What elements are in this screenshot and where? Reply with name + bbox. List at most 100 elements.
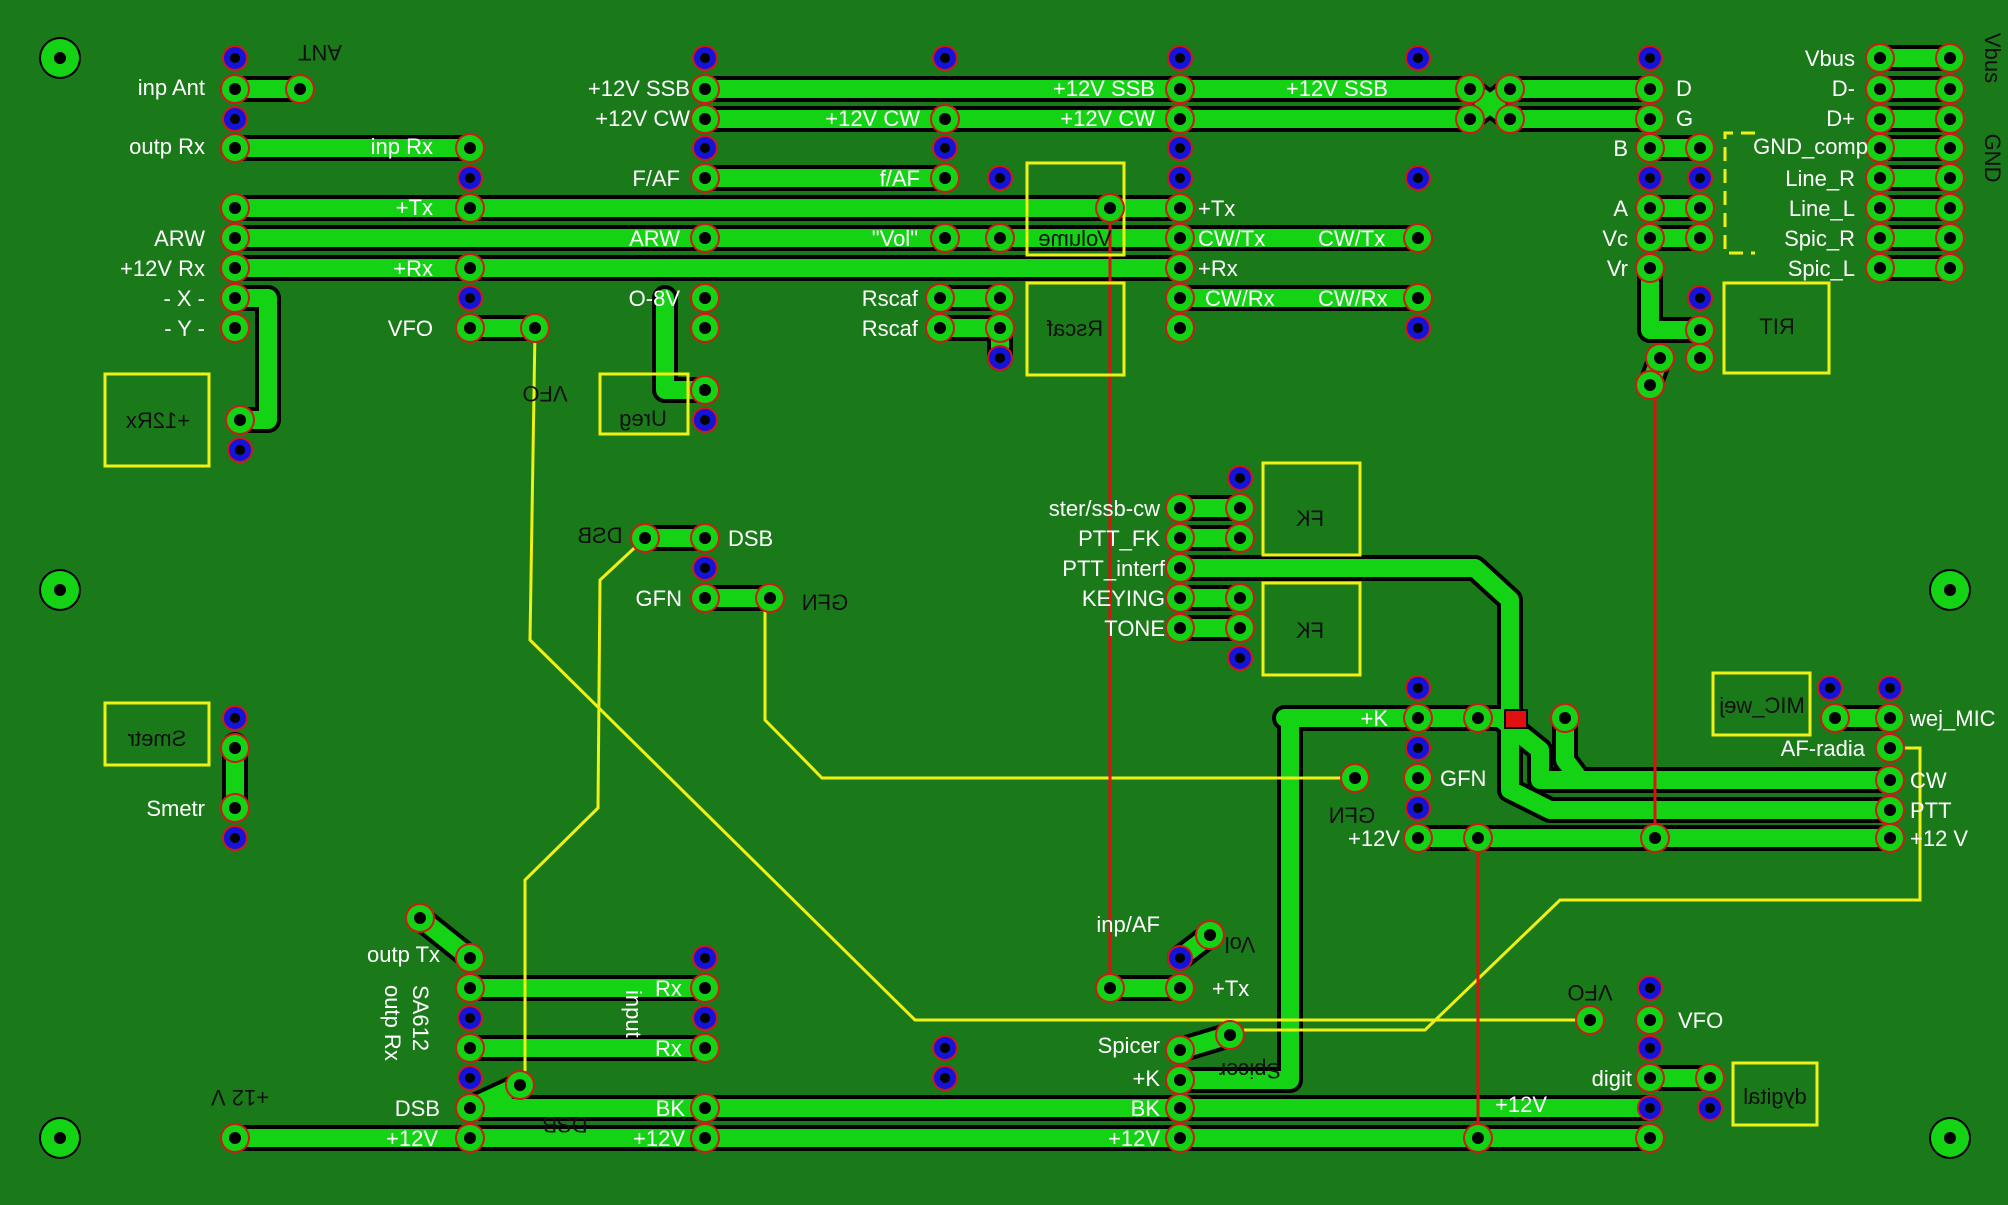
rscaf-silk-label: Rscaf [1046, 316, 1103, 341]
spicer-label: Spicer [1098, 1033, 1160, 1058]
k-label: +K [1360, 706, 1388, 731]
12v-silk-label: +12 V [211, 1085, 269, 1110]
12v-rx-label: +12V Rx [120, 256, 205, 281]
outp-rx-label: outp Rx [129, 134, 205, 159]
inp-rx-label: inp Rx [371, 134, 433, 159]
wej-mic-label: wej_MIC [1909, 706, 1996, 731]
rscaf-label-2: Rscaf [862, 316, 919, 341]
ptt-fk-label: PTT_FK [1078, 526, 1160, 551]
12v-ssb-label-2: +12V SSB [1053, 76, 1155, 101]
vr-label: Vr [1607, 256, 1628, 281]
12v-label-b: +12 V [1910, 826, 1968, 851]
ant-label: ANT [298, 40, 342, 65]
12v-cw-label-3: +12V CW [1060, 106, 1155, 131]
bk-label-2: BK [1131, 1096, 1161, 1121]
line-r-label: Line_R [1785, 166, 1855, 191]
vc-label: Vc [1602, 226, 1628, 251]
dsb-silk-label-1: DSB [577, 523, 622, 548]
ureg-silk-label: Ureg [619, 406, 667, 431]
ptt-interf-label: PTT_interf [1062, 556, 1166, 581]
silk-boxes [103, 131, 1831, 1127]
rx-label-3: Rx [655, 976, 682, 1001]
spicer-silk-label: Spicer [1219, 1058, 1281, 1083]
12v-cw-label: +12V CW [595, 106, 690, 131]
g-label: G [1676, 106, 1693, 131]
tx-label-2: +Tx [1198, 196, 1235, 221]
gnd-silk-label: GND [1980, 134, 2005, 183]
vbus-silk-label: Vbus [1980, 33, 2005, 83]
red-jumpers [1108, 208, 1657, 1138]
vol-label: "Vol" [872, 226, 918, 251]
12rx-silk-label: +12Rx [126, 408, 190, 433]
outp-rx-label-2: outp Rx [380, 985, 405, 1061]
digit-label: digit [1592, 1066, 1632, 1091]
vfo-silk-label-2: VFO [1567, 980, 1612, 1005]
o8v-label: O-8V [629, 286, 681, 311]
12v-cw-label-2: +12V CW [825, 106, 920, 131]
vfo-silk-label: VFO [522, 381, 567, 406]
volume-silk-label: Volume [1038, 226, 1111, 251]
af-radia-label: AF-radia [1781, 736, 1866, 761]
cw-tx-label-2: CW/Tx [1318, 226, 1385, 251]
x-label: - X - [163, 286, 205, 311]
keying-label: KEYING [1082, 586, 1165, 611]
ptt-label: PTT [1910, 798, 1952, 823]
dsb-silk-label-2: DSB [542, 1112, 587, 1137]
k-label-2: +K [1132, 1066, 1160, 1091]
silk-wires [523, 329, 1922, 1078]
gfn-label-2: GFN [1440, 766, 1486, 791]
cw-rx-label-2: CW/Rx [1318, 286, 1388, 311]
smetr-label: Smetr [146, 796, 205, 821]
tone-label: TONE [1104, 616, 1165, 641]
fk-silk-label-1: FK [1296, 506, 1324, 531]
12v-label-2: +12V [633, 1126, 685, 1151]
vol-silk-label: Vol [1225, 932, 1256, 957]
gfn-silk-label-2: GFN [1329, 803, 1375, 828]
f-af-label: F/AF [632, 166, 680, 191]
sa612-label: SA612 [408, 985, 433, 1051]
12v-label-1: +12V [386, 1126, 438, 1151]
smetr-silk-label: Smetr [128, 726, 187, 751]
dygital-silk-label: dygital [1743, 1084, 1807, 1109]
cw-label: CW [1910, 768, 1947, 793]
vfo-label-2: VFO [1678, 1008, 1723, 1033]
gfn-silk-label-1: GFN [802, 590, 848, 615]
inp-af-label: inp/AF [1096, 912, 1160, 937]
12v-label-4: +12V [1495, 1092, 1547, 1117]
tx-label-3: +Tx [1212, 976, 1249, 1001]
d-label: D [1676, 76, 1692, 101]
rx-label-4: Rx [655, 1036, 682, 1061]
bk-label-1: BK [656, 1096, 686, 1121]
labels: inp Ant outp Rx inp Rx ARW +12V Rx - X -… [120, 46, 1996, 1151]
f-af-label-2: f/AF [880, 166, 920, 191]
d-minus-label: D- [1832, 76, 1855, 101]
line-l-label: Line_L [1789, 196, 1855, 221]
rscaf-label-1: Rscaf [862, 286, 919, 311]
12v-label-3: +12V [1108, 1126, 1160, 1151]
fk-silk-label-2: FK [1296, 618, 1324, 643]
gnd-comp-label: GND_comp [1753, 134, 1868, 159]
mic-silk-label: MIC_wej [1719, 693, 1805, 718]
rx-label-2: +Rx [1198, 256, 1238, 281]
y-label: - Y - [164, 316, 205, 341]
a-label: A [1613, 196, 1628, 221]
spic-r-label: Spic_R [1784, 226, 1855, 251]
b-label: B [1613, 136, 1628, 161]
dsb-label-2: DSB [395, 1096, 440, 1121]
d-plus-label: D+ [1826, 106, 1855, 131]
dsb-label: DSB [728, 526, 773, 551]
vbus-label: Vbus [1805, 46, 1855, 71]
12v-ssb-label: +12V SSB [588, 76, 690, 101]
cw-tx-label: CW/Tx [1198, 226, 1265, 251]
inp-ant-label: inp Ant [138, 75, 205, 100]
arw-label: ARW [154, 226, 205, 251]
cw-rx-label: CW/Rx [1205, 286, 1275, 311]
gfn-label: GFN [636, 586, 682, 611]
tx-label: +Tx [396, 195, 433, 220]
rit-silk-label: RIT [1759, 314, 1794, 339]
input-label: input [621, 990, 646, 1038]
outp-tx-label: outp Tx [367, 942, 440, 967]
12v-ssb-label-3: +12V SSB [1286, 76, 1388, 101]
arw-label-2: ARW [629, 226, 680, 251]
